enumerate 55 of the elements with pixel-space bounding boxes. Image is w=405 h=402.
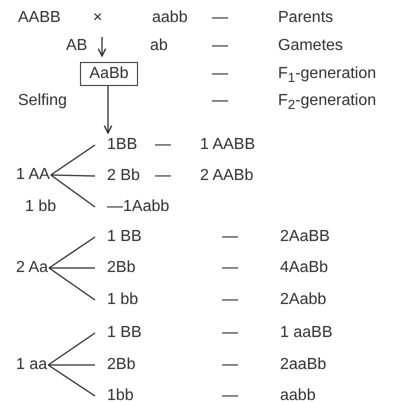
label-text: Parents <box>278 8 334 28</box>
label-text: F$_{2}$-generation <box>278 91 376 114</box>
branch-line <box>48 364 96 397</box>
genotype-text: 2Bb <box>107 355 136 375</box>
label-text: — <box>155 166 171 186</box>
label-text: AABB <box>18 8 61 28</box>
label-text: 2Aabb <box>280 290 326 310</box>
branch-line <box>48 332 96 366</box>
genotype-text: 2Bb <box>107 258 136 278</box>
genotype-text: 1 AA <box>16 165 50 185</box>
edge-label: Selfing <box>18 91 67 111</box>
label-text: AB <box>66 36 88 56</box>
branch-line <box>50 174 96 177</box>
label-text: ab <box>150 36 168 56</box>
genotype-text: 1 BB <box>107 323 142 343</box>
label-text: 2AaBB <box>280 227 330 247</box>
label-text: 1 AABB <box>200 135 256 155</box>
label-text: — <box>222 290 238 310</box>
branch-line <box>50 144 96 176</box>
genotype-text: 1BB <box>107 135 138 155</box>
label-text: 1 bb <box>25 197 56 217</box>
label-text: 4AaBb <box>280 258 328 278</box>
label-text: — <box>222 355 238 375</box>
genotype-text: 1bb <box>107 386 134 402</box>
label-text: — <box>212 36 228 56</box>
label-text: — <box>212 64 228 84</box>
label-text: — <box>212 8 228 28</box>
genotype-box: AaBb <box>80 62 138 86</box>
branch-line <box>48 364 95 366</box>
label-text: × <box>93 8 102 28</box>
genotype-text: 2 Aa <box>16 258 48 278</box>
branch-line <box>48 267 96 301</box>
label-text: — <box>222 258 238 278</box>
genotype-text: 1 BB <box>107 227 142 247</box>
branch-line <box>49 267 95 269</box>
label-text: Gametes <box>278 36 343 56</box>
label-text: — <box>222 227 238 247</box>
label-text: — <box>222 323 238 343</box>
genotype-text: 1 bb <box>107 290 138 310</box>
label-text: aabb <box>280 386 316 402</box>
label-text: aabb <box>152 8 188 28</box>
genotype-text: —1Aabb <box>107 197 170 217</box>
genotype-text: 1 aa <box>16 355 48 375</box>
genotype-text: 2 Bb <box>107 166 140 186</box>
arrow <box>104 86 112 134</box>
label-text: — <box>155 135 171 155</box>
label-text: 1 aaBB <box>280 323 332 343</box>
label-text: — <box>212 91 228 111</box>
label-text: — <box>222 386 238 402</box>
branch-line <box>50 174 96 208</box>
label-text: 2aaBb <box>280 355 326 375</box>
label-text: 2 AABb <box>200 166 254 186</box>
branch-line <box>48 236 96 269</box>
label-text: F$_{1}$-generation <box>278 64 376 88</box>
arrow <box>98 37 106 57</box>
